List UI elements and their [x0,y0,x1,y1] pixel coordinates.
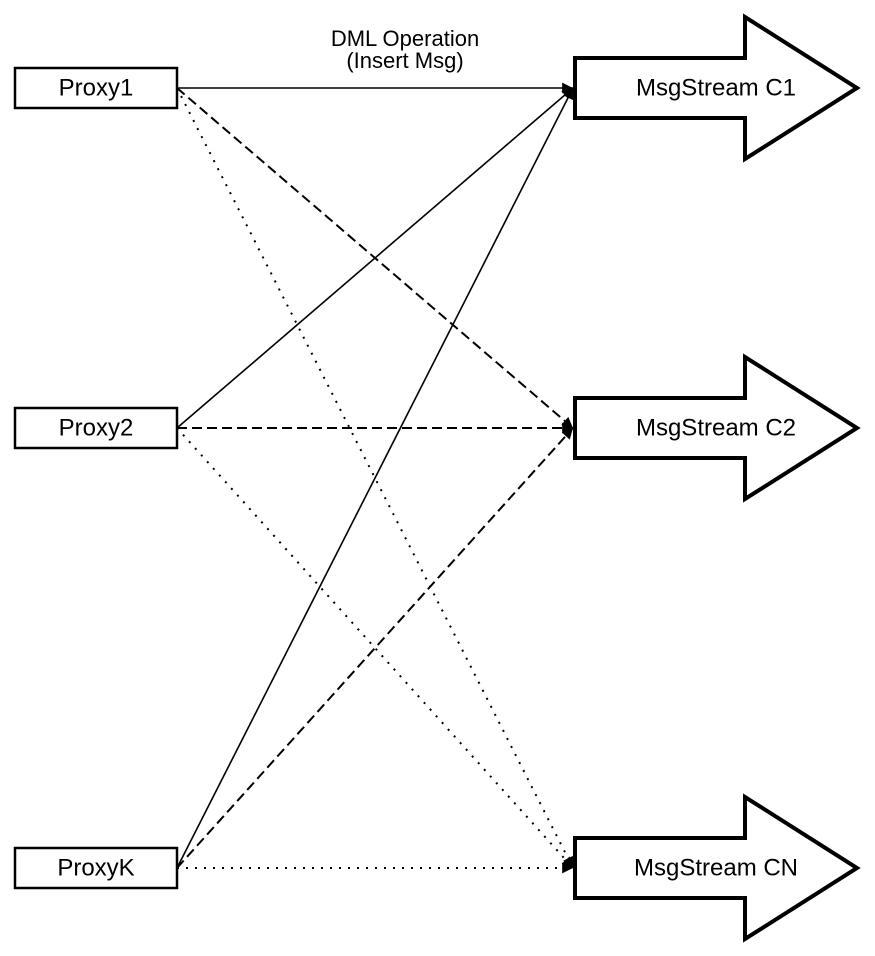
msgstream-c1-arrow-shape [573,13,861,163]
msgstream-c2-node: MsgStream C2 [573,353,861,503]
diagram-title-line2: (Insert Msg) [346,48,463,73]
connector-proxy1-msgstream-c2 [176,87,574,429]
msgstream-cn-arrow-shape [573,793,861,943]
msgstream-c2-label: MsgStream C2 [636,415,796,442]
msgstream-cn-label: MsgStream CN [634,855,798,882]
msgstream-c2-arrow-shape [573,353,861,503]
proxyk-box [13,846,179,890]
msgstream-c1-label: MsgStream C1 [636,75,796,102]
connector-proxyk-msgstream-c2 [176,427,574,869]
msgstream-cn-node: MsgStream CN [573,793,861,943]
diagram-title: DML Operation (Insert Msg) [331,26,479,73]
proxy1-label: Proxy1 [59,75,134,102]
proxy2-box [13,406,179,450]
proxy1-box [13,66,179,110]
msgstream-c1-node: MsgStream C1 [573,13,861,163]
diagram-title-line1: DML Operation [331,26,479,51]
proxyk-node: ProxyK [13,846,179,890]
proxyk-label: ProxyK [57,855,134,882]
proxy2-node: Proxy2 [13,406,179,450]
connector-proxy1-msgstream-cn [176,87,574,869]
proxy2-label: Proxy2 [59,415,134,442]
connector-proxyk-msgstream-c1 [176,87,574,869]
proxy1-node: Proxy1 [13,66,179,110]
